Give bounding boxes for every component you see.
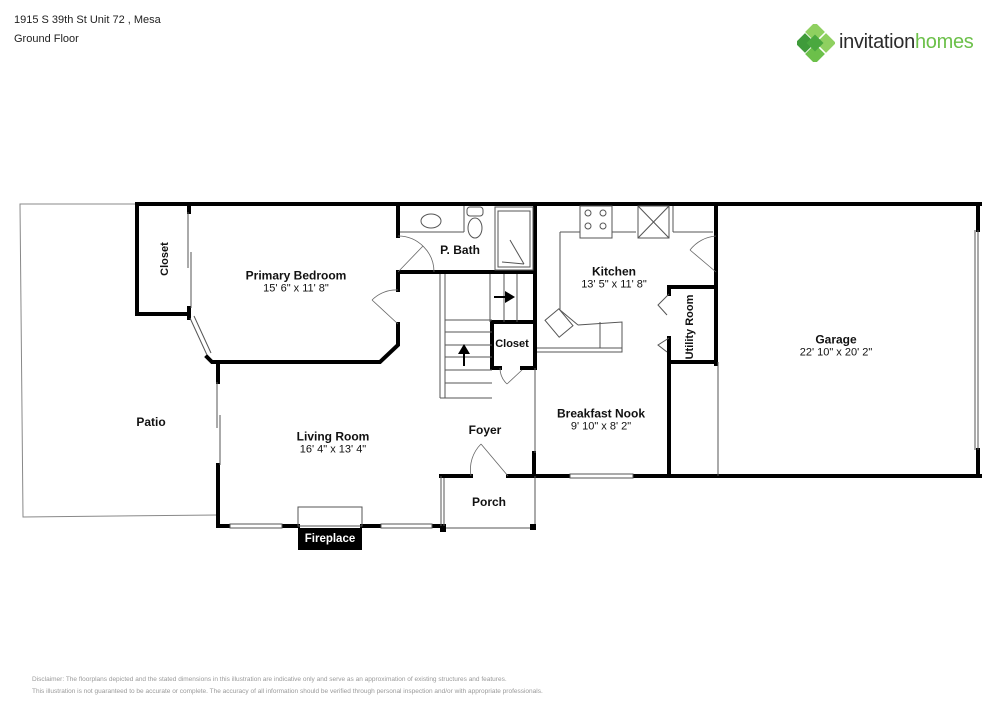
room-label-p-bath: P. Bath (440, 243, 480, 257)
walls (135, 202, 982, 528)
patio-outline (19, 203, 219, 518)
floor-label: Ground Floor (14, 33, 79, 45)
clover-diamond-logo-icon (797, 24, 835, 62)
invitation-homes-logo: invitationhomes (797, 24, 997, 64)
room-label-garage: Garage 22' 10" x 20' 2" (799, 332, 873, 359)
disclaimer-line-2: This illustration is not guaranteed to b… (32, 688, 543, 695)
stair-arrows (458, 291, 515, 366)
room-label-utility-room: Utility Room (684, 294, 696, 360)
room-label-kitchen: Kitchen 13' 5" x 11' 8" (581, 264, 647, 291)
room-label-closet-stairs: Closet (495, 338, 529, 350)
room-label-closet-bedroom: Closet (159, 242, 171, 276)
disclaimer-line-1: Disclaimer: The floorplans depicted and … (32, 676, 507, 683)
logo-wordmark: invitationhomes (839, 31, 974, 53)
property-address: 1915 S 39th St Unit 72 , Mesa (14, 14, 161, 26)
door-swings (371, 235, 717, 477)
room-label-porch: Porch (471, 495, 507, 509)
room-label-breakfast-nook: Breakfast Nook 9' 10" x 8' 2" (556, 406, 646, 433)
thin-lines (187, 205, 979, 529)
room-label-living-room: Living Room 16' 4" x 13' 4" (296, 429, 370, 456)
room-label-patio: Patio (136, 415, 166, 429)
room-label-primary-bedroom: Primary Bedroom 15' 6" x 11' 8" (245, 268, 347, 295)
fireplace-label: Fireplace (298, 528, 362, 550)
room-label-foyer: Foyer (468, 423, 502, 437)
